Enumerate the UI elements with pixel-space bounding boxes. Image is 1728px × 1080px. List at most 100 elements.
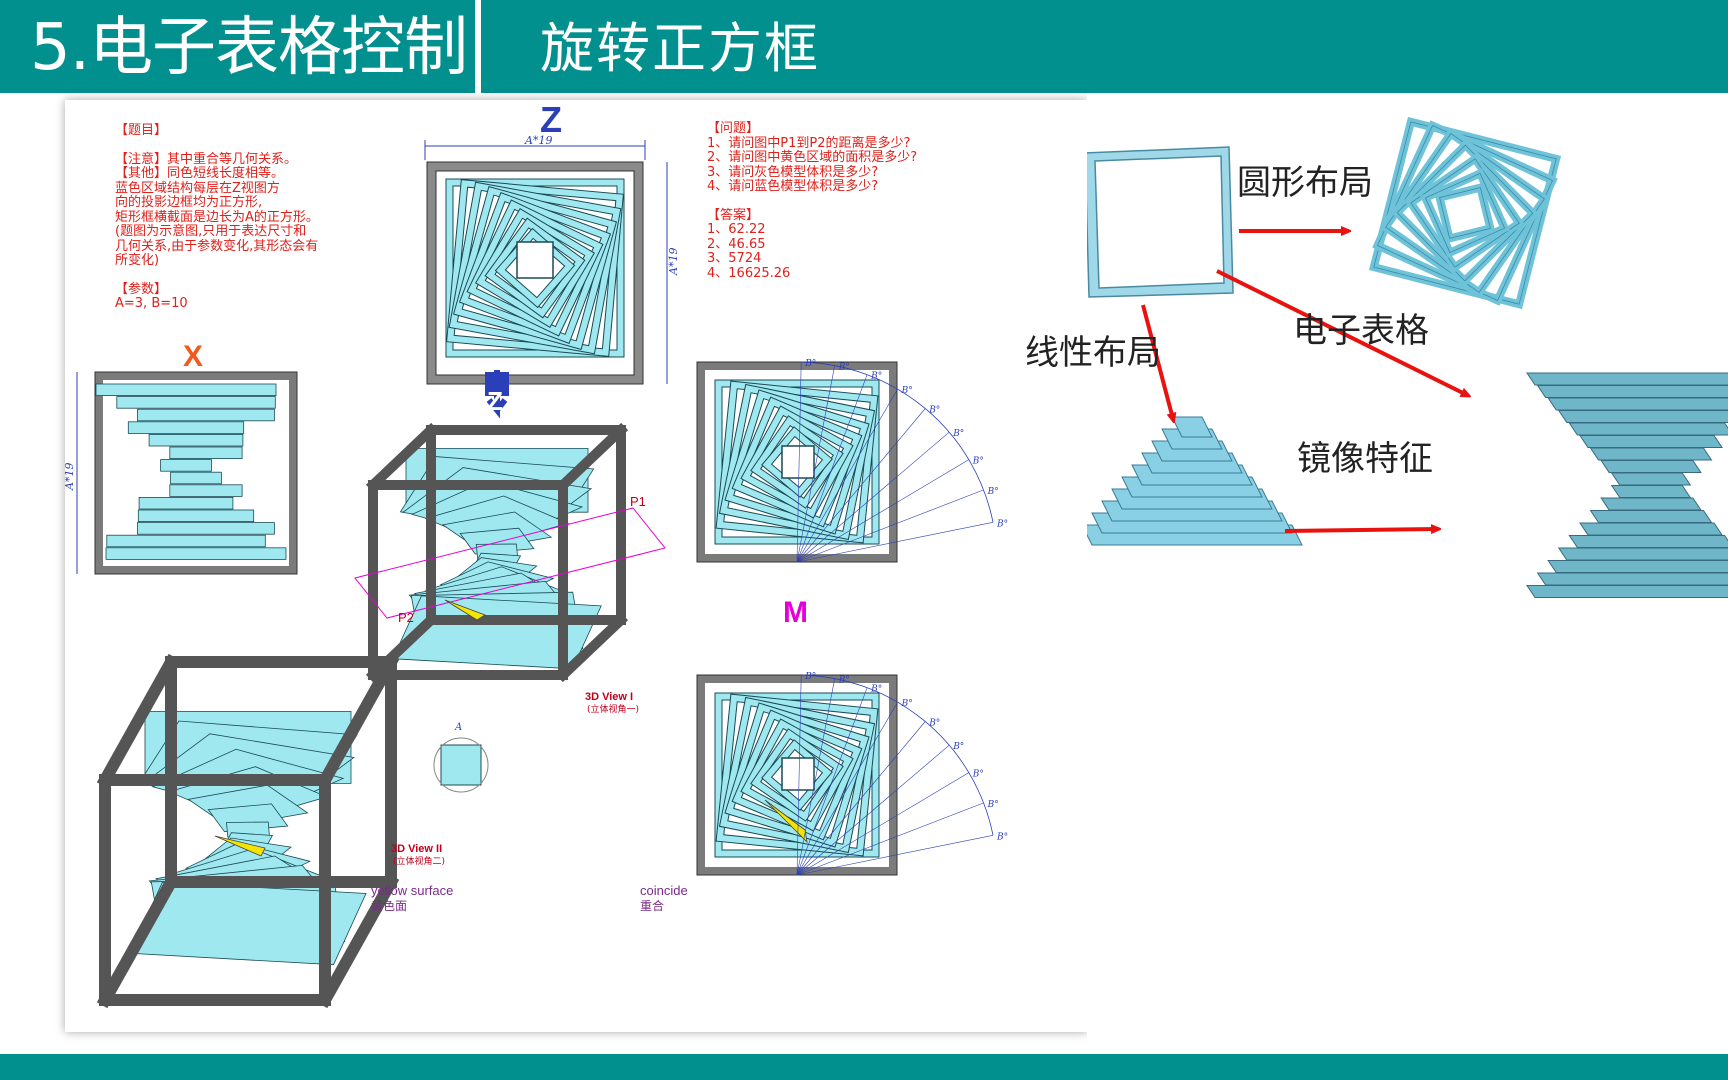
linear-pyramid [1087,416,1303,546]
x-bar [160,459,212,472]
rotated-ring [1380,128,1550,298]
dim-side-label: A*19 [667,248,680,276]
x-view: X A*19 [65,340,298,575]
label-spreadsheet: 电子表格 [1293,311,1429,351]
angle-label: B° [928,406,940,416]
hourglass-layer [1589,447,1713,461]
angle-label: B° [901,386,913,396]
cube-edge [316,653,400,789]
view1-subtitle: (立体视角一) [587,703,639,715]
angle-ray [796,721,926,876]
x-bar [138,496,234,510]
hourglass-layer [1568,535,1728,548]
answer-item: 4、16625.26 [707,265,791,281]
hourglass-layer [1600,460,1702,473]
rotated-ring [1434,182,1496,244]
angle-ray [796,374,868,563]
yellow-surface [444,599,486,621]
answer-item: 1、62.22 [707,222,766,237]
engineering-drawing: Z A*19 A*19 X A*19 Z [65,100,1087,1032]
note-line: 矩形框横截面是边长为A的正方形。 [115,209,319,225]
header-bar: 5.电子表格控制 旋转正方框 [0,0,1728,93]
hourglass-layer [1536,572,1728,586]
note-line: 几何关系,由于参数变化,其形态会有 [115,238,319,254]
param-values: A=3, B=10 [115,296,188,311]
x-bar [116,396,276,409]
hourglass-layer [1579,435,1723,448]
angle-ray [796,361,802,563]
3d-cube-1 [354,422,666,683]
hourglass-layer [1557,410,1728,423]
page-title: 5.电子表格控制 [30,11,468,85]
questions-header: 【问题】 [707,121,760,136]
note-line: 向的投影边框均为正方形, [115,195,263,210]
dim-small-label: A [454,722,462,733]
3d-view-2: A 3D View II (立体视角二) yellow surface 黄色面 … [96,653,688,1009]
hourglass-layer [1589,510,1713,523]
cross-section-icon [440,744,482,786]
x-bar [148,433,244,447]
question-item: 4、请问蓝色模型体积是多少? [707,179,879,194]
angle-label: B° [952,429,964,439]
angle-ray [796,687,868,876]
x-bar [137,408,275,422]
hourglass-layer [1600,497,1702,511]
footer-bar [0,1054,1728,1080]
param-header: 【参数】 [115,281,168,297]
3d-cube-2 [96,653,400,1009]
angle-ray [796,408,926,563]
legend-coincide-en: coincide [640,883,688,898]
hourglass-layer [1536,385,1728,398]
label-circular-layout: 圆形布局 [1237,163,1373,203]
angle-ray [796,772,969,876]
x-bar [169,484,243,497]
answers-header: 【答案】 [707,207,760,223]
hourglass-layer [1526,372,1728,386]
angle-arc [801,361,994,523]
rotated-ring-edge [1385,133,1545,293]
note-line: 所变化) [115,253,160,268]
drawing-canvas: Z A*19 A*19 X A*19 Z [65,100,1008,1009]
angle-label: B° [928,719,940,729]
arrow-mirror [1284,529,1437,531]
feature-flow-panel: 圆形布局 线性布局 电子表格 镜像特征 [1025,93,1728,1054]
yellow-surface [214,835,266,857]
circular-layout-result [1368,116,1562,310]
angle-label: B° [987,800,999,810]
cube-edge [365,422,439,493]
hourglass-layer [1557,547,1728,561]
flow-canvas [1087,116,1728,598]
angle-label: B° [870,372,882,382]
x-bar [169,446,243,460]
right-top-view: B°B°B°B°B°B°B°B°B° [696,359,1008,563]
m-view: M B°B°B°B°B°B°B°B°B° [696,596,1008,876]
rotated-ring [1405,153,1525,273]
x-bar [137,509,255,523]
x-bar [106,534,266,548]
rotated-ring-edge [1410,158,1520,268]
problem-notes: 【题目】 【注意】其中重合等几何关系。 【其他】同色短线长度相等。 蓝色区域结构… [115,123,319,312]
cube-edge [96,873,180,1009]
hourglass-layer [1526,585,1728,598]
note-line: (题图为示意图,只用于表达尺寸和 [115,224,307,239]
view-x-letter: X [183,340,203,373]
question-item: 2、请问图中黄色区域的面积是多少? [707,150,918,165]
cut-plane-m [354,507,666,619]
arrow-linear [1141,304,1173,419]
angle-ray [796,678,835,876]
angle-ray [796,674,802,876]
angle-label: B° [901,699,913,709]
x-bar [170,471,222,485]
note-line: 蓝色区域结构每层在Z视图方 [115,180,280,196]
cube-edge [316,873,400,1009]
mirrored-hourglass [1526,372,1728,598]
angle-label: B° [996,832,1008,842]
angle-label: B° [870,685,882,695]
rotated-ring-edge [1396,144,1534,282]
angle-label: B° [996,519,1008,529]
x-stacked-bars [95,383,287,560]
view1-title: 3D View I [585,691,633,703]
legend-yellow-zh: 黄色面 [371,899,407,913]
dim-top-label: A*19 [524,134,552,147]
label-p2: P2 [398,610,414,625]
